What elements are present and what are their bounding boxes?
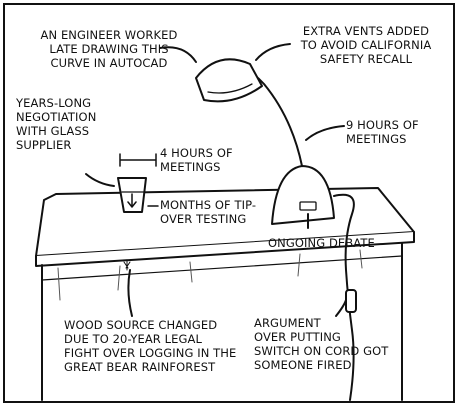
lamp-switch-plate <box>299 201 317 211</box>
annotation-line: curve in AutoCAD <box>50 56 168 70</box>
annotation-line: Ongoing debate <box>268 236 375 250</box>
annotation-9-hours-meetings: 9 hours of meetings <box>346 118 419 146</box>
annotation-tipover-testing: Months of tip- over testing <box>160 198 256 226</box>
annotation-line: Argument <box>254 316 321 330</box>
annotation-line: negotiation <box>16 110 97 124</box>
wood-mark <box>123 259 131 271</box>
leader-wood <box>127 269 133 317</box>
leader-engineer <box>159 46 197 63</box>
annotation-line: late drawing this <box>49 42 169 56</box>
leader-vents <box>255 43 291 61</box>
table-edge <box>35 231 415 267</box>
lamp-bulb <box>207 83 253 94</box>
wood-grain <box>57 249 363 301</box>
annotation-line: switch on cord got <box>254 344 389 358</box>
table-apron <box>41 255 403 281</box>
annotation-wood-source: Wood source changed due to 20-year legal… <box>64 318 236 374</box>
meeting-bracket <box>119 153 157 167</box>
annotation-line: 4 hours of <box>160 146 233 160</box>
annotation-glass-negotiation: Years-long negotiation with glass suppli… <box>16 96 96 152</box>
annotation-line: Years-long <box>16 96 92 110</box>
annotation-line: over putting <box>254 330 341 344</box>
panel-border <box>3 3 455 403</box>
annotation-line: someone fired <box>254 358 352 372</box>
annotation-ongoing-debate: Ongoing debate <box>268 236 375 250</box>
annotation-engineer-curve: An engineer worked late drawing this cur… <box>14 28 204 70</box>
leader-9-hours <box>305 125 345 141</box>
leader-glass <box>85 173 115 187</box>
lamp-cord <box>333 193 355 401</box>
annotation-line: due to 20-year legal <box>64 332 203 346</box>
annotation-4-hours-meetings: 4 hours of meetings <box>160 146 233 174</box>
annotation-line: safety recall <box>319 52 413 66</box>
annotation-line: Great Bear Rainforest <box>64 360 216 374</box>
annotation-line: over testing <box>160 212 247 226</box>
leader-cord <box>335 299 347 317</box>
annotation-line: fight over logging in the <box>64 346 237 360</box>
annotation-line: supplier <box>16 138 72 152</box>
annotation-line: meetings <box>160 160 221 174</box>
tipover-arrow <box>127 193 137 208</box>
annotation-line: 9 hours of <box>346 118 419 132</box>
annotation-line: Months of tip- <box>160 198 257 212</box>
annotation-line: with glass <box>16 124 90 138</box>
annotation-line: to avoid California <box>300 38 432 52</box>
annotation-switch-argument: Argument over putting switch on cord got… <box>254 316 388 372</box>
annotation-line: An engineer worked <box>40 28 178 42</box>
cord-switch <box>345 289 357 313</box>
annotation-line: Wood source changed <box>64 318 218 332</box>
lamp-base <box>271 165 335 225</box>
annotation-extra-vents: Extra vents added to avoid California sa… <box>282 24 450 66</box>
annotation-line: meetings <box>346 132 407 146</box>
annotation-line: Extra vents added <box>302 24 430 38</box>
lamp-shade <box>195 58 263 103</box>
